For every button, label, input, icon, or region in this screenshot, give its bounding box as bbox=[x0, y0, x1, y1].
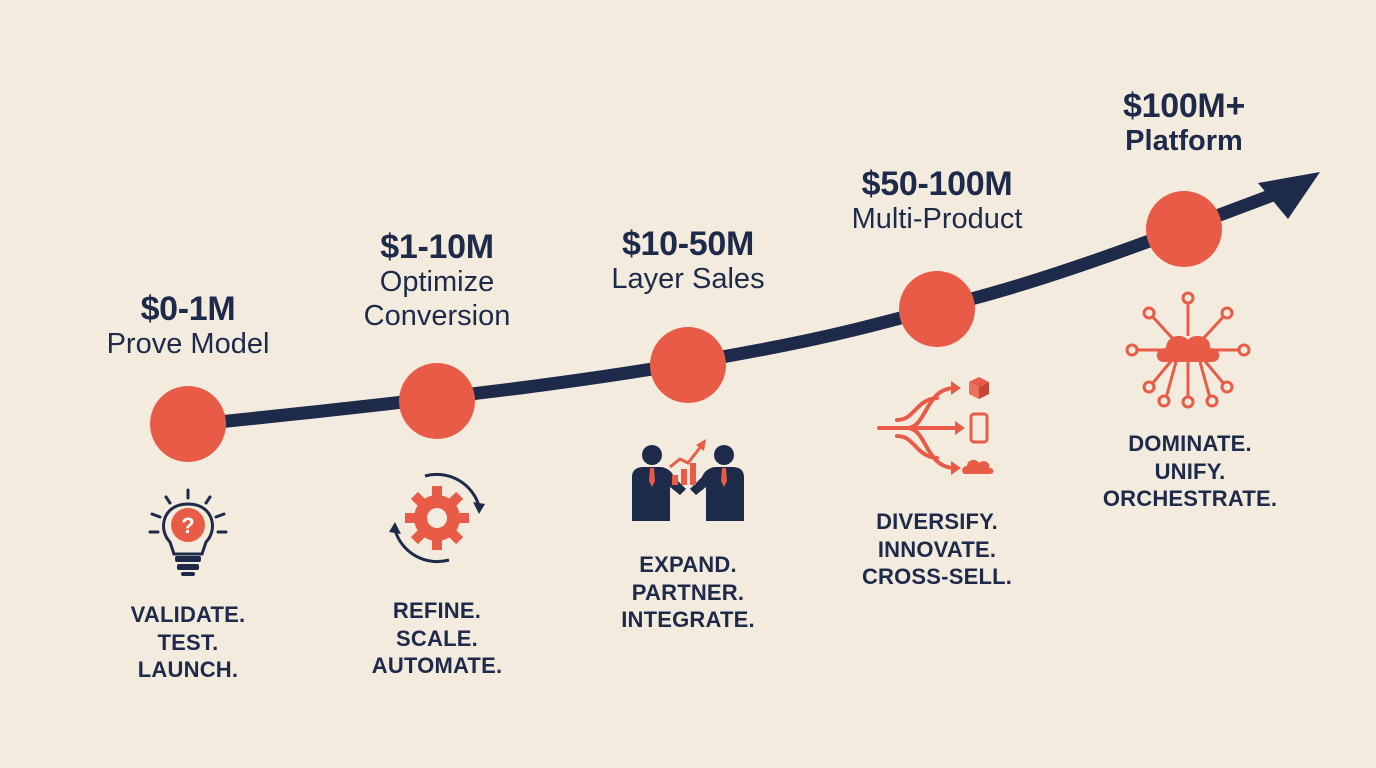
gear-cycle-icon bbox=[389, 472, 485, 564]
action-word: PARTNER. bbox=[631, 579, 745, 605]
milestone-dot bbox=[899, 271, 975, 347]
action-word: INNOVATE. bbox=[877, 536, 997, 562]
cloud-network-icon bbox=[1125, 291, 1251, 409]
stage-revenue: $100M+ bbox=[1122, 87, 1246, 125]
action-word: ORCHESTRATE. bbox=[1102, 486, 1278, 511]
stage-revenue: $50-100M bbox=[861, 165, 1013, 203]
stage-name: Platform bbox=[1125, 125, 1243, 157]
stage-revenue: $1-10M bbox=[380, 228, 494, 266]
stage-name: Multi-Product bbox=[851, 203, 1023, 235]
stage-revenue: $10-50M bbox=[621, 225, 755, 263]
stage-name: Conversion bbox=[363, 300, 511, 332]
action-word: INTEGRATE. bbox=[621, 607, 755, 632]
stage-5-actions: DOMINATE. UNIFY. ORCHESTRATE. bbox=[1103, 430, 1277, 513]
action-word: SCALE. bbox=[396, 625, 478, 651]
milestone-dot bbox=[399, 363, 475, 439]
action-word: REFINE. bbox=[392, 598, 482, 623]
stage-2-heading: $1-10M Optimize Conversion bbox=[364, 229, 511, 333]
svg-text:?: ? bbox=[181, 513, 194, 538]
growth-arrowhead bbox=[1258, 172, 1320, 219]
stage-4-heading: $50-100M Multi-Product bbox=[852, 166, 1023, 236]
stage-4-actions: DIVERSIFY. INNOVATE. CROSS-SELL. bbox=[862, 508, 1012, 591]
action-word: TEST. bbox=[157, 629, 219, 655]
stage-name: Layer Sales bbox=[611, 263, 765, 295]
lightbulb-question-icon: ? bbox=[148, 488, 228, 576]
milestone-dot bbox=[650, 327, 726, 403]
stage-3-actions: EXPAND. PARTNER. INTEGRATE. bbox=[621, 551, 755, 634]
milestone-dot bbox=[150, 386, 226, 462]
action-word: EXPAND. bbox=[639, 552, 737, 577]
milestone-dot bbox=[1146, 191, 1222, 267]
branching-products-icon bbox=[877, 377, 994, 475]
action-word: UNIFY. bbox=[1154, 458, 1226, 484]
action-word: CROSS-SELL. bbox=[861, 564, 1013, 589]
action-word: LAUNCH. bbox=[137, 657, 239, 682]
stage-name: Prove Model bbox=[106, 328, 270, 360]
stage-name: Optimize bbox=[379, 266, 495, 298]
stage-1-actions: VALIDATE. TEST. LAUNCH. bbox=[131, 601, 246, 684]
action-word: AUTOMATE. bbox=[371, 653, 503, 678]
action-word: DOMINATE. bbox=[1128, 431, 1252, 456]
stage-1-heading: $0-1M Prove Model bbox=[107, 291, 270, 361]
action-word: DIVERSIFY. bbox=[876, 509, 998, 534]
stage-5-heading: $100M+ Platform bbox=[1123, 88, 1245, 158]
stage-revenue: $0-1M bbox=[140, 290, 236, 328]
stage-2-actions: REFINE. SCALE. AUTOMATE. bbox=[372, 597, 503, 680]
stage-3-heading: $10-50M Layer Sales bbox=[611, 226, 764, 296]
handshake-growth-icon bbox=[632, 439, 744, 521]
action-word: VALIDATE. bbox=[130, 602, 246, 627]
